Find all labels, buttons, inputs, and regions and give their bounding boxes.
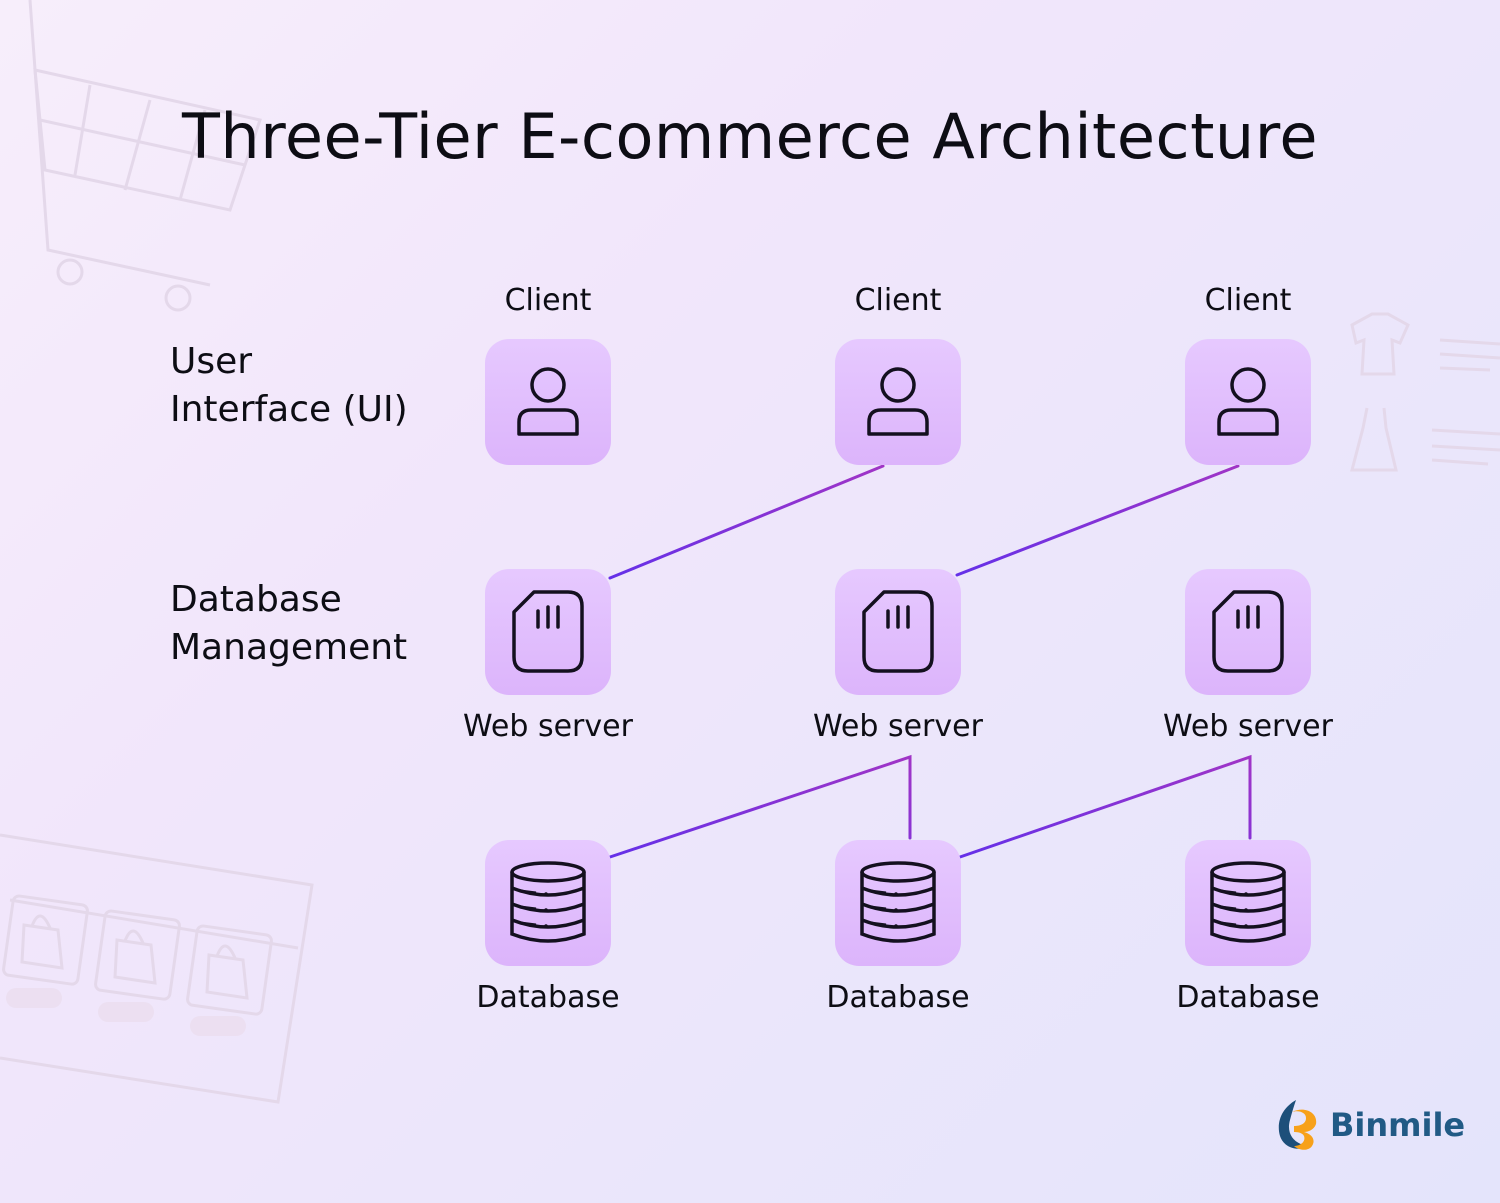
binmile-logo-text: Binmile [1330,1106,1466,1144]
page-title: Three-Tier E-commerce Architecture [182,100,1318,173]
database-node-1: Database [476,840,620,1015]
tier-label-ui: User Interface (UI) [170,338,408,434]
server-tile [1185,569,1311,695]
binmile-logo: Binmile [1276,1098,1465,1152]
server-label: Web server [1163,709,1333,744]
database-tile [485,840,611,966]
database-label: Database [1176,980,1320,1015]
server-node-3: Web server [1163,569,1333,744]
server-tile [485,569,611,695]
client-label: Client [504,283,592,318]
client-label: Client [854,283,942,318]
database-node-3: Database [1176,840,1320,1015]
database-tile [1185,840,1311,966]
database-label: Database [826,980,970,1015]
database-icon [510,861,586,943]
tier-label-db-line2: Management [170,627,408,668]
server-label: Web server [813,709,983,744]
tier-label-ui-line2: Interface (UI) [170,389,408,430]
link-client2-server1 [608,464,885,580]
database-node-2: Database [826,840,970,1015]
link-server3-db [958,754,1252,859]
tier-label-ui-line1: User [170,341,253,382]
server-node-2: Web server [813,569,983,744]
link-client3-server2 [955,464,1240,577]
database-icon [860,861,936,943]
user-icon [517,367,579,436]
client-label: Client [1204,283,1292,318]
client-tile [485,339,611,465]
client-node-1: Client [485,283,611,465]
server-node-1: Web server [463,569,633,744]
link-server2-db [608,754,912,859]
server-tile [835,569,961,695]
client-tile [1185,339,1311,465]
web-server-icon [1212,590,1284,673]
web-server-icon [512,590,584,673]
server-label: Web server [463,709,633,744]
web-server-icon [862,590,934,673]
database-label: Database [476,980,620,1015]
user-icon [1217,367,1279,436]
database-tile [835,840,961,966]
database-icon [1210,861,1286,943]
tier-label-db-line1: Database [170,579,342,620]
client-node-2: Client [835,283,961,465]
tier-label-db: Database Management [170,576,407,672]
client-tile [835,339,961,465]
client-node-3: Client [1185,283,1311,465]
binmile-logo-icon [1278,1100,1317,1150]
user-icon [867,367,929,436]
